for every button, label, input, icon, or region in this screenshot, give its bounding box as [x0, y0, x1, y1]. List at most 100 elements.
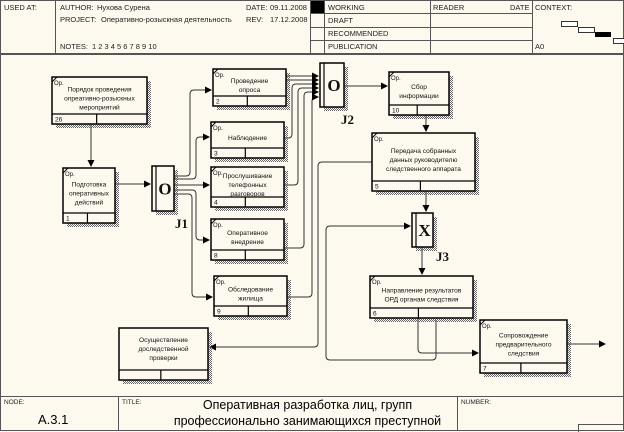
box-frame	[62, 167, 116, 224]
date-label: DATE:	[246, 3, 268, 12]
op-corner-mark	[369, 275, 376, 282]
divider	[55, 0, 56, 54]
junction-frame	[151, 165, 175, 212]
box-label-line: Направление результатов	[382, 288, 462, 295]
box-label-line: предварительного	[496, 342, 552, 349]
context-label: CONTEXT:	[535, 3, 573, 12]
node-label: NODE:	[4, 399, 25, 406]
box-label-line: ОРД органам следствия	[385, 297, 459, 304]
divider	[310, 27, 532, 28]
op-tag: Ор.	[374, 137, 384, 143]
author-label: AUTHOR:	[60, 3, 94, 12]
junction-symbol: O	[327, 76, 340, 95]
op-corner-mark	[388, 71, 395, 78]
box-label-line: следственного аппарата	[386, 166, 461, 173]
box-frame	[479, 319, 568, 374]
junction-j3[interactable]: XJ3	[411, 212, 450, 264]
activity-box-3[interactable]: Ор. Наблюдение 3	[210, 121, 288, 162]
op-corner-mark	[371, 132, 378, 139]
divider	[310, 13, 532, 14]
box-label-line: внедрение	[231, 239, 264, 246]
flow-arrow	[284, 80, 319, 139]
box-label-line: опреативно-розыскных	[64, 96, 135, 103]
flow-arrow	[325, 222, 437, 361]
number-subfield	[578, 424, 624, 432]
box-frame	[51, 76, 148, 125]
op-corner-mark	[62, 167, 69, 174]
divider	[532, 0, 533, 54]
box-label-line: Осуществление	[139, 337, 188, 344]
context-box-current	[595, 32, 611, 37]
box-label-line: доследственной	[138, 345, 188, 353]
box-number: 10	[392, 108, 400, 115]
box-number: 6	[373, 311, 377, 318]
box-number: 4	[214, 200, 218, 207]
flow-arrow	[174, 189, 210, 244]
box-number: 8	[214, 253, 218, 260]
context-node: A0	[535, 42, 545, 51]
box-frame	[118, 327, 209, 381]
op-tag: Ор.	[213, 126, 223, 132]
box-number: 2	[216, 99, 220, 106]
diagram-title-line1: Оперативная разработка лиц, групп	[202, 398, 413, 412]
context-box	[561, 21, 578, 27]
box-number: 7	[483, 366, 487, 373]
flow-arrow	[417, 318, 479, 357]
project-value: Оперативно-розыскная деятельность	[101, 15, 232, 24]
op-tag: Ор.	[216, 280, 226, 286]
junction-name: J1	[175, 216, 188, 231]
box-label-line: Сопровождение	[499, 333, 549, 340]
arrows	[87, 72, 606, 361]
notes-value: 1 2 3 4 5 6 7 8 9 10	[92, 42, 157, 51]
number-label: NUMBER:	[461, 399, 491, 406]
box-number: 26	[55, 117, 63, 124]
junction-j2[interactable]: O J2	[319, 62, 354, 127]
status-draft[interactable]: DRAFT	[328, 16, 353, 25]
rev-value: 17.12.2008	[270, 15, 308, 24]
status-publication[interactable]: PUBLICATION	[328, 42, 378, 51]
box-number: 3	[214, 151, 218, 158]
op-corner-mark	[51, 76, 58, 83]
activity-box-7[interactable]: Ор.Сопровождениепредварительногоследстви…	[479, 319, 571, 377]
junction-frame	[411, 212, 434, 248]
rev-label: REV:	[246, 15, 264, 24]
divider	[310, 40, 532, 41]
context-box	[613, 38, 624, 44]
box-frame	[369, 275, 474, 319]
box-label-line: данных руководителю	[390, 157, 458, 164]
box-label-line: информации	[399, 93, 439, 100]
box-label-line: телефонных	[228, 182, 267, 189]
junction-name: J2	[341, 112, 354, 127]
divider	[118, 396, 119, 431]
activity-box-26[interactable]: Ор.Порядок проведенияопреативно-розыскны…	[51, 76, 151, 128]
op-corner-mark	[212, 68, 219, 75]
junction-j1[interactable]: OJ1	[151, 165, 188, 231]
op-tag: Ор.	[213, 171, 223, 177]
junction-name: J3	[436, 249, 450, 264]
box-label-line: опроса	[239, 87, 261, 94]
status-recommended[interactable]: RECOMMENDED	[328, 29, 389, 38]
op-corner-mark	[479, 319, 486, 326]
date-value: 09.11.2008	[270, 3, 307, 12]
box-label-line: следствия	[508, 351, 540, 358]
box-number: 1	[66, 216, 70, 223]
title-label: TITLE:	[122, 399, 142, 406]
flow-arrow	[287, 93, 319, 298]
box-label-line: Сбор	[411, 83, 427, 91]
notes-label: NOTES:	[60, 42, 88, 51]
status-working[interactable]: WORKING	[328, 3, 365, 12]
box-label-line: оперативных	[69, 191, 110, 198]
op-corner-mark	[210, 121, 217, 128]
box-label-line: жилища	[238, 296, 263, 303]
box-label-line: Наблюдение	[228, 134, 267, 142]
box-label-line: Оперативное	[227, 230, 268, 237]
